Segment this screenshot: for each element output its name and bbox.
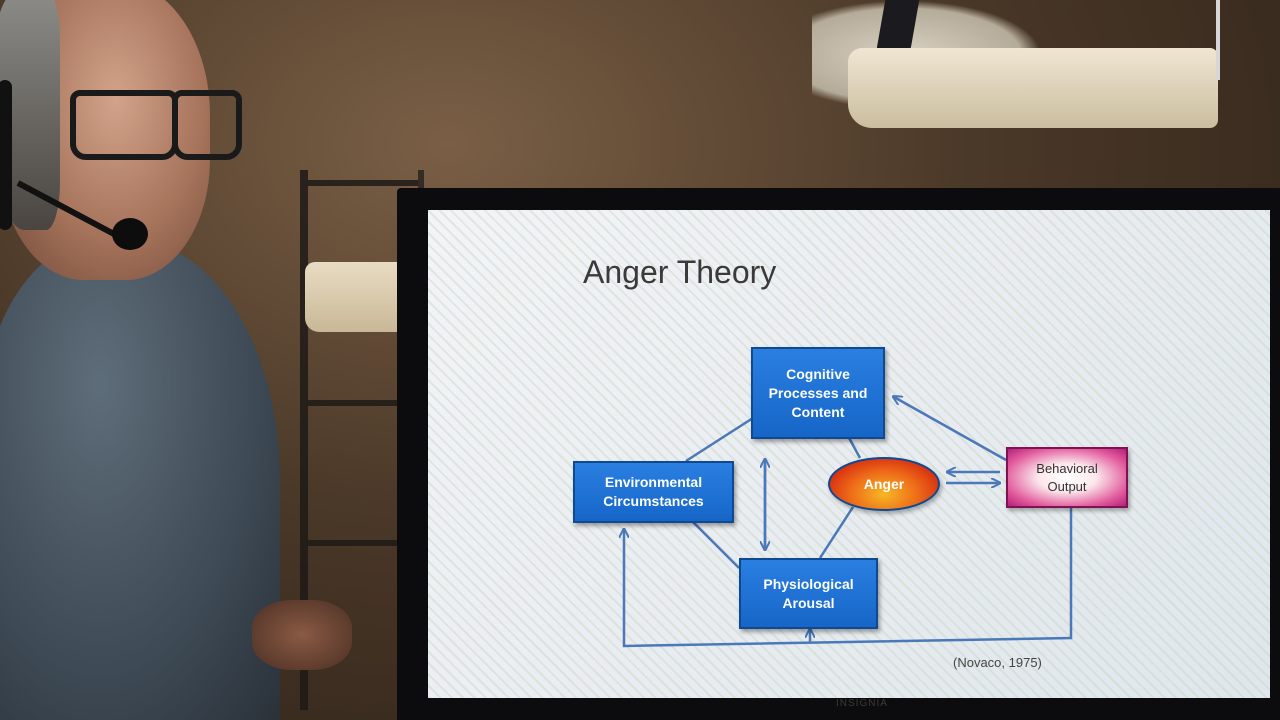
cable [1216,0,1220,80]
rack-bar [308,540,418,546]
presenter [0,0,352,720]
behavioral-output-box: Behavioral Output [1006,447,1128,508]
rack-bar [308,180,418,186]
cat-tree-perch-left [305,262,405,332]
arrow-behavior-to-cognitive [894,397,1007,462]
cat-tree-perch-top [848,48,1218,128]
presenter-shirt [0,240,280,720]
slide-screen: Anger Theory [428,210,1270,698]
slide-title: Anger Theory [583,254,777,290]
headset-mic [112,218,148,250]
glasses-lens-left [70,90,178,160]
physiological-arousal-box: Physiological Arousal [739,558,878,629]
cognitive-processes-box: Cognitive Processes and Content [751,347,885,439]
diagram-arrows [428,210,1073,648]
connector-anger-physiological [818,506,855,559]
connector-env-cognitive [685,416,754,463]
arrow-feedback-to-environment [624,506,1073,648]
presenter-hand [252,600,352,670]
anger-ellipse: Anger [828,457,940,511]
glasses-lens-right [172,90,242,160]
monitor-brand-label: INSIGNIA [836,698,888,709]
rack-bar [308,400,418,406]
citation: (Novaco, 1975) [953,655,1042,670]
headset-band [0,80,12,230]
connector-cognitive-anger [846,435,862,459]
connector-env-physiological [689,518,740,569]
environmental-circumstances-box: Environmental Circumstances [573,461,734,523]
